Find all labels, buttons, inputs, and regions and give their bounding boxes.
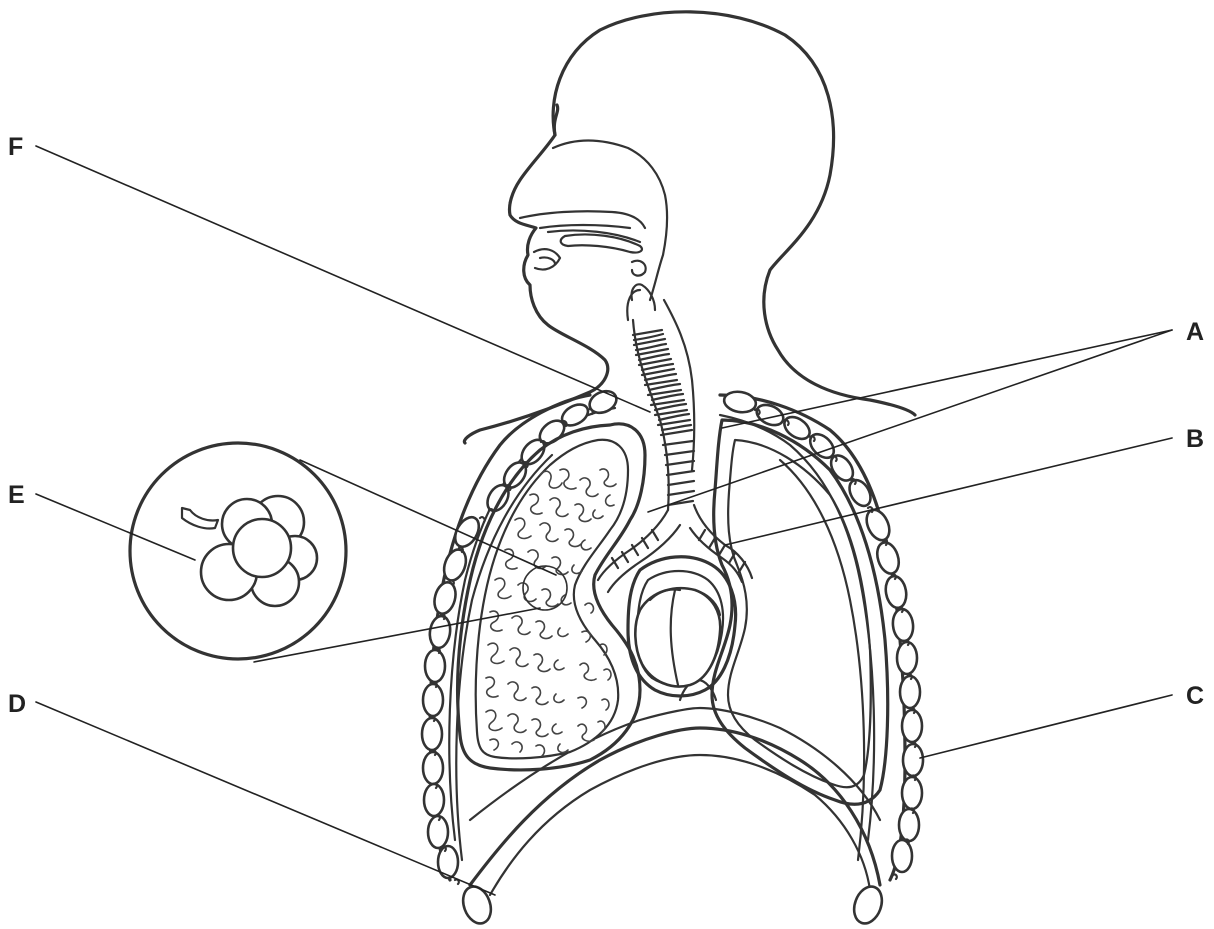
right-lung (712, 420, 888, 804)
label-d: D (8, 690, 26, 718)
leader-C (920, 695, 1172, 758)
leader-A-upper (722, 330, 1172, 428)
leader-F (36, 146, 650, 412)
leader-E (36, 494, 195, 560)
label-a: A (1186, 318, 1204, 346)
heart (628, 557, 736, 696)
nasal-cavity (520, 141, 667, 301)
label-b: B (1186, 425, 1204, 453)
head-outline (464, 12, 915, 443)
trachea (627, 284, 694, 510)
label-f: F (8, 133, 23, 161)
label-c: C (1186, 682, 1204, 710)
leader-B (725, 438, 1172, 545)
label-e: E (8, 481, 25, 509)
ribs-right (723, 389, 923, 927)
